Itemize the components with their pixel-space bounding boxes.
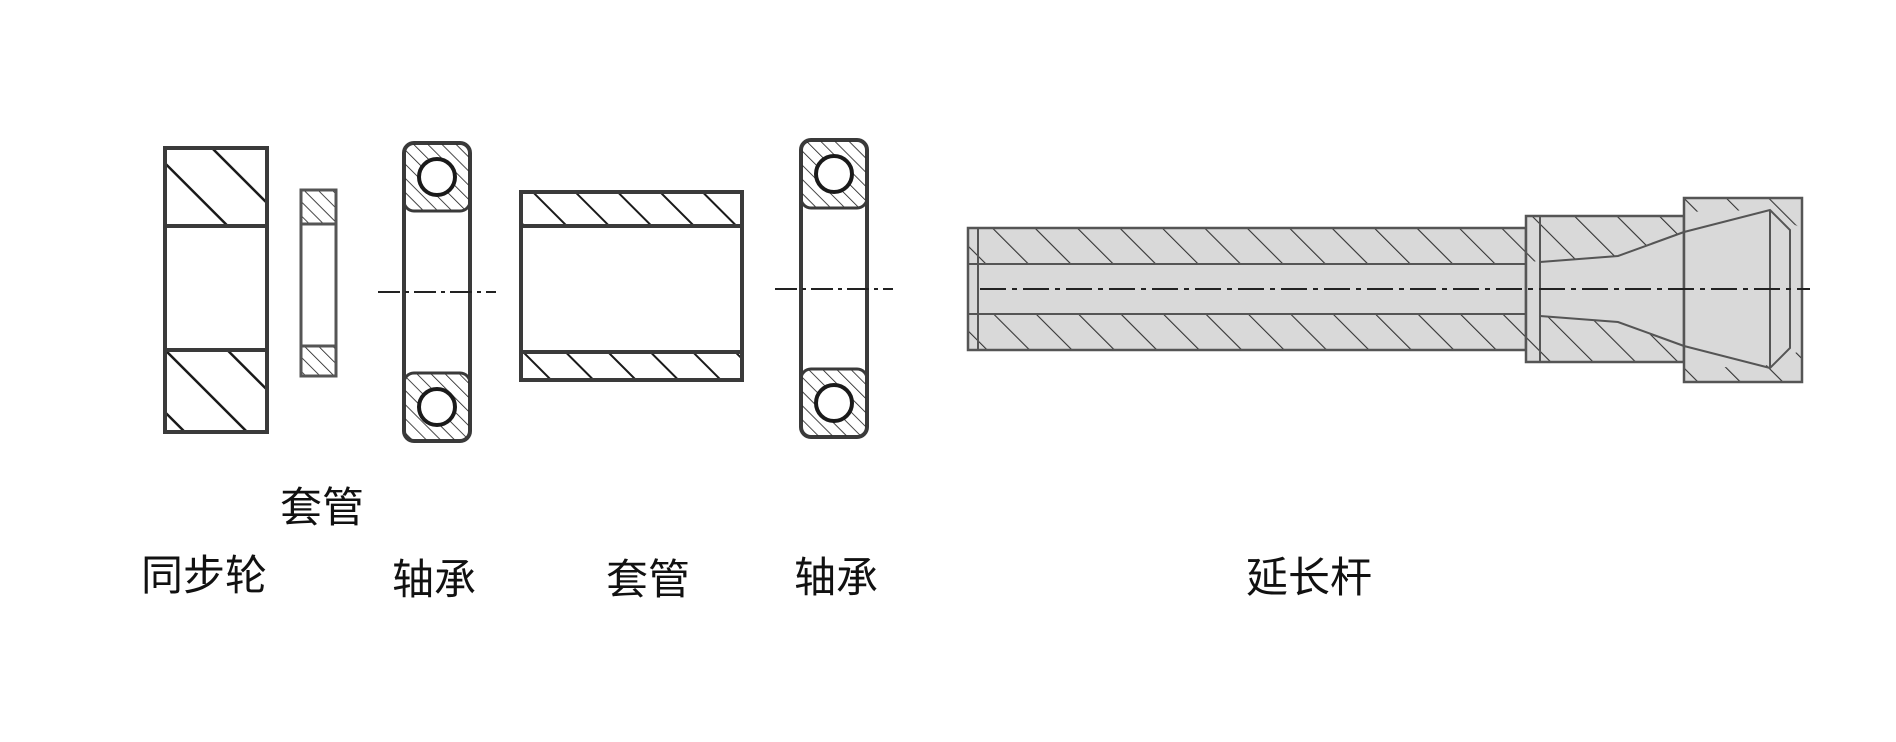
left-bearing-drawing xyxy=(378,141,496,443)
small-sleeve-drawing xyxy=(299,188,338,378)
label-right-bearing: 轴承 xyxy=(794,553,879,602)
extension-rod-drawing xyxy=(966,196,1810,384)
ball-icon xyxy=(417,387,457,427)
label-extension-rod: 延长杆 xyxy=(1246,553,1373,602)
sync-wheel-drawing xyxy=(163,146,269,434)
label-left-bearing: 轴承 xyxy=(392,555,477,604)
large-sleeve-drawing xyxy=(519,190,744,382)
ball-icon xyxy=(417,157,457,197)
label-small-sleeve: 套管 xyxy=(280,483,365,532)
label-large-sleeve: 套管 xyxy=(606,555,691,604)
label-sync-wheel: 同步轮 xyxy=(141,551,268,600)
ball-icon xyxy=(814,383,854,423)
right-bearing-drawing xyxy=(775,138,893,439)
ball-icon xyxy=(814,154,854,194)
